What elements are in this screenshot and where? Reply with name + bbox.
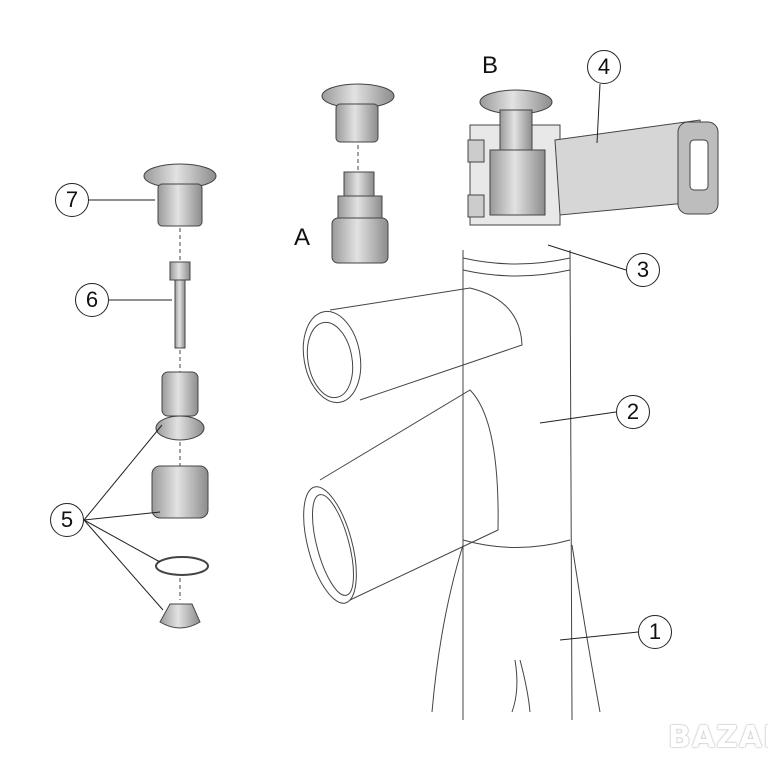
callout-3: 3	[626, 253, 660, 287]
watermark-logo: BAZAR	[668, 720, 768, 755]
label-a: A	[294, 224, 311, 251]
head-tube-frame	[302, 249, 601, 721]
callout-6: 6	[75, 283, 109, 317]
stem	[467, 119, 719, 226]
label-b: B	[482, 52, 499, 79]
callout-2: 2	[616, 395, 650, 429]
callout-1: 1	[638, 615, 672, 649]
callout-5: 5	[50, 503, 84, 537]
exploded-parts	[143, 163, 217, 629]
callout-4: 4	[587, 50, 621, 84]
top-cap-b	[479, 89, 553, 151]
callout-7: 7	[55, 183, 89, 217]
leader-lines	[83, 83, 639, 641]
assembly-a	[321, 83, 395, 264]
